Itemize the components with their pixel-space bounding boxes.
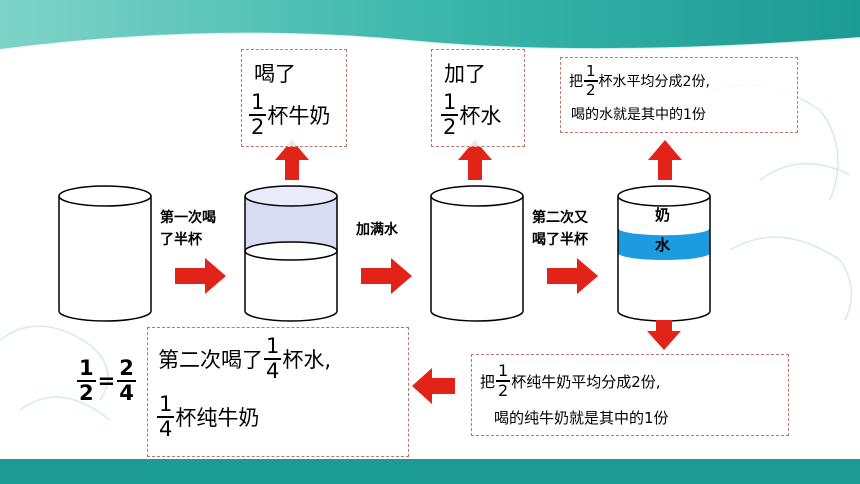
empty-cup-1 [58,185,152,322]
box5-denominator2: 4 [159,417,173,441]
full-water-cup [430,185,524,322]
box2-verb: 加了 [444,62,486,86]
equation-left-denominator: 2 [79,381,94,405]
box4-numerator: 1 [496,361,511,382]
box2-fraction: 1 2 [441,90,459,139]
box3-numerator: 1 [584,62,598,82]
box1-rest: 杯牛奶 [267,104,331,128]
box-drank-half-milk: 喝了 1 2 杯牛奶 [241,49,347,147]
step1-line2: 了半杯 [160,232,202,248]
half-cup [244,185,338,322]
step3-line2: 喝了半杯 [532,232,588,248]
equation-left-fraction: 1 2 [77,358,96,404]
box1-denominator: 2 [251,115,265,139]
cup4-milk-label: 奶 [655,206,671,224]
equation-equals: = [97,369,116,393]
step3-line1: 第二次又 [532,210,588,226]
box1-verb: 喝了 [254,62,296,86]
box5-rest: 杯纯牛奶 [175,406,260,430]
box5-pre: 第二次喝了 [158,348,263,372]
step2-line1: 加满水 [356,222,398,238]
box4-mid: 杯纯牛奶平均分成2份, [511,372,661,391]
box5-numerator1: 1 [264,334,282,360]
equivalence-equation: 1 2 = 2 4 [76,358,137,404]
box3-mid: 杯水平均分成2份, [598,74,710,90]
box2-numerator: 1 [441,90,459,116]
step1-line1: 第一次喝 [160,210,216,226]
box-second-drink: 第二次喝了 1 4 杯水, 1 4 杯纯牛奶 [147,327,409,457]
cup4-water-label: 水 [655,236,671,254]
box-added-half-water: 加了 1 2 杯水 [431,49,525,147]
equation-left-numerator: 1 [77,356,96,382]
box5-denominator1: 4 [266,359,280,383]
mixed-cup [617,185,711,322]
box5-numerator2: 1 [157,392,175,418]
left-arrow [412,368,455,404]
box-divide-water: 把 1 2 杯水平均分成2份, 喝的水就是其中的1份 [560,57,798,133]
box-divide-milk: 把 1 2 杯纯牛奶平均分成2份, 喝的纯牛奶就是其中的1份 [471,354,789,436]
equation-right-fraction: 2 4 [117,358,136,404]
box5-fraction2: 1 4 [157,392,175,441]
box3-denominator: 2 [586,81,596,99]
box4-denominator: 2 [498,381,509,400]
box5-mid: 杯水, [282,348,332,372]
box3-pre: 把 [569,74,583,90]
right-arrows [175,258,598,294]
box5-fraction1: 1 4 [264,334,282,383]
box4-fraction: 1 2 [496,361,511,400]
box3-fraction: 1 2 [584,64,598,98]
box1-fraction: 1 2 [249,90,267,139]
equation-right-numerator: 2 [117,356,136,382]
down-arrow [647,320,681,350]
box4-line2: 喝的纯牛奶就是其中的1份 [494,409,669,427]
box3-line2: 喝的水就是其中的1份 [571,107,706,123]
bottom-decorative-band [0,459,860,484]
box2-denominator: 2 [443,115,457,139]
up-arrows [275,140,682,180]
box4-pre: 把 [480,372,496,391]
box2-rest: 杯水 [459,104,502,128]
box1-numerator: 1 [249,90,267,116]
top-decorative-band [0,0,860,70]
equation-right-denominator: 4 [119,381,134,405]
